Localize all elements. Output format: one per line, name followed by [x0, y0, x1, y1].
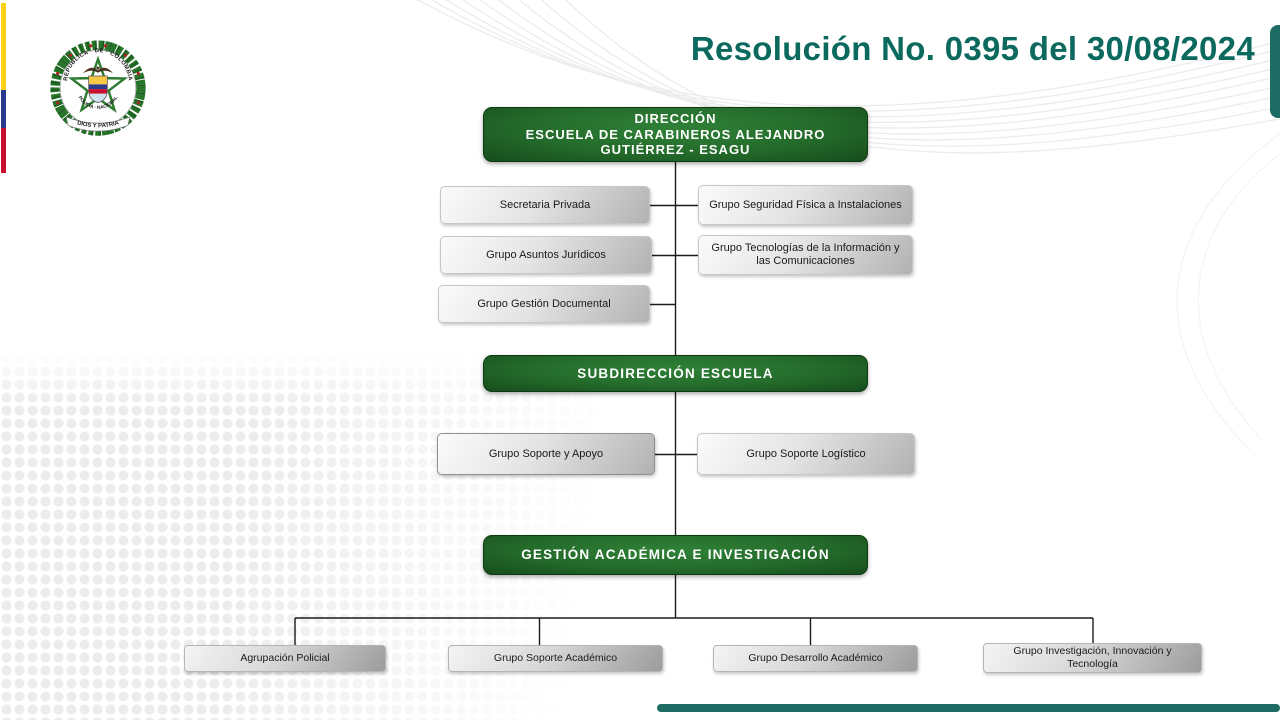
unit-label: Grupo Desarrollo Académico — [748, 652, 883, 664]
direccion-line2: ESCUELA DE CARABINEROS ALEJANDRO — [525, 126, 826, 142]
gestion-academica-label: GESTIÓN ACADÉMICA E INVESTIGACIÓN — [521, 547, 830, 563]
org-box-grupo-soporte-academico: Grupo Soporte Académico — [448, 645, 663, 672]
direccion-line3: GUTIÉRREZ - ESAGU — [600, 142, 751, 158]
unit-label: Agrupación Policial — [240, 652, 330, 664]
police-crest-logo: REPÚBLICA · DE · COLOMBIA POLICÍA · NACI… — [50, 40, 146, 136]
unit-label: Grupo Soporte Logístico — [746, 447, 866, 460]
org-box-grupo-desarrollo-academico: Grupo Desarrollo Académico — [713, 645, 918, 672]
footer-accent-bar — [657, 704, 1280, 712]
flag-blue-stripe — [1, 90, 6, 128]
unit-label: Grupo Investigación, Innovación y Tecnol… — [1013, 645, 1172, 670]
condor-icon — [83, 67, 113, 74]
unit-label: Secretaria Privada — [499, 198, 591, 211]
colombia-flag-bar — [1, 3, 6, 173]
org-box-grupo-soporte-logistico: Grupo Soporte Logístico — [697, 433, 915, 475]
unit-label: Grupo Gestión Documental — [477, 297, 611, 310]
page-title: Resolución No. 0395 del 30/08/2024 — [690, 30, 1255, 67]
org-box-agrupacion-policial: Agrupación Policial — [184, 645, 386, 672]
crest-shield — [88, 76, 108, 103]
right-edge-accent-bar — [1270, 25, 1280, 118]
unit-label: Grupo Soporte y Apoyo — [488, 447, 604, 460]
wreath-berries — [56, 44, 140, 105]
org-box-subdireccion: SUBDIRECCIÓN ESCUELA — [483, 355, 868, 392]
org-box-grupo-gestion-documental: Grupo Gestión Documental — [438, 285, 650, 323]
crest-banner-ribbon — [65, 116, 131, 132]
svg-text:DIOS Y PATRIA: DIOS Y PATRIA — [76, 120, 120, 129]
subdireccion-label: SUBDIRECCIÓN ESCUELA — [577, 365, 774, 381]
org-box-grupo-soporte-apoyo: Grupo Soporte y Apoyo — [437, 433, 655, 475]
org-box-direccion: DIRECCIÓN ESCUELA DE CARABINEROS ALEJAND… — [483, 107, 868, 162]
org-box-grupo-seguridad-fisica: Grupo Seguridad Física a Instalaciones — [698, 185, 913, 225]
unit-label: Grupo Asuntos Jurídicos — [486, 248, 606, 261]
org-box-grupo-investigacion-innovacion: Grupo Investigación, Innovación y Tecnol… — [983, 643, 1202, 673]
flag-yellow-stripe — [1, 3, 6, 90]
unit-label: Grupo Tecnologías de la Información y la… — [711, 242, 900, 267]
org-box-secretaria-privada: Secretaria Privada — [440, 186, 650, 224]
unit-label: Grupo Soporte Académico — [493, 652, 618, 664]
org-box-grupo-asuntos-juridicos: Grupo Asuntos Jurídicos — [440, 236, 652, 274]
direccion-line1: DIRECCIÓN — [634, 111, 717, 127]
org-box-gestion-academica: GESTIÓN ACADÉMICA E INVESTIGACIÓN — [483, 535, 868, 575]
flag-red-stripe — [1, 128, 6, 173]
crest-banner-text: DIOS Y PATRIA — [76, 120, 120, 129]
org-box-grupo-tecnologias: Grupo Tecnologías de la Información y la… — [698, 235, 913, 275]
unit-label: Grupo Seguridad Física a Instalaciones — [709, 198, 902, 211]
